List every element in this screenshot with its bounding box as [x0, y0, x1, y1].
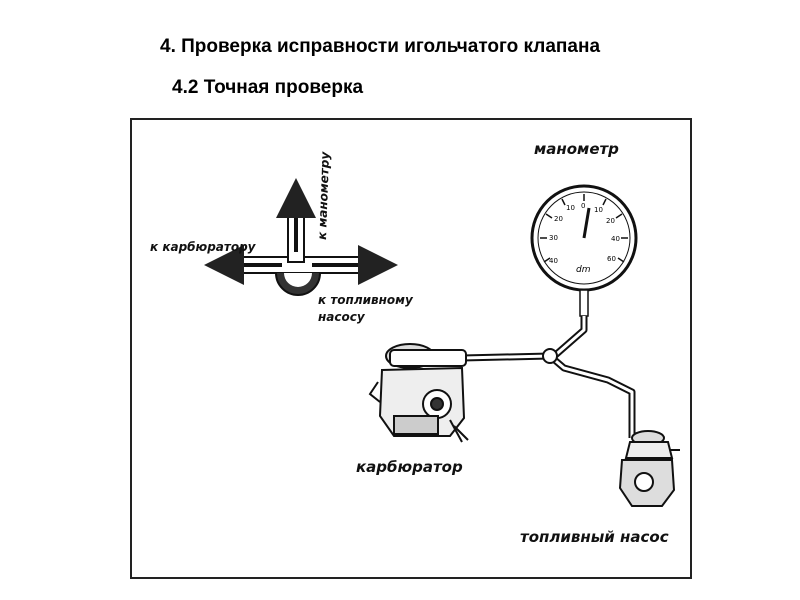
gauge-tick: 40: [611, 235, 620, 243]
label-to-fuel-pump-line1: к топливному: [318, 293, 414, 307]
carburetor-icon: [368, 343, 469, 443]
label-carburetor: карбюратор: [356, 458, 463, 476]
gauge-unit: dm: [576, 265, 591, 275]
label-to-fuel-pump-line2: насосу: [318, 310, 366, 324]
gauge-tick: 30: [549, 234, 558, 242]
label-manometer: манометр: [534, 140, 619, 158]
gauge-tick: 20: [606, 217, 615, 225]
page-subtitle: 4.2 Точная проверка: [172, 77, 364, 98]
label-fuel-pump: топливный насос: [520, 528, 669, 546]
gauge-tick: 10: [566, 204, 575, 212]
gauge-tick: 0: [581, 202, 585, 210]
gauge-tick: 10: [594, 206, 603, 214]
gauge-tick: 60: [607, 255, 616, 263]
gauge-tick: 40: [549, 257, 558, 265]
pressure-gauge-icon: 40 30 20 10 0 10 20 40 60 dm: [530, 184, 638, 317]
tee-fitting-icon: [542, 348, 558, 364]
fuel-pump-icon: [618, 430, 680, 507]
tee-junction-detail: [204, 178, 398, 296]
page-title: 4. Проверка исправности игольчатого клап…: [160, 36, 601, 57]
label-to-carburetor: к карбюратору: [150, 240, 257, 254]
fuel-lines: [445, 316, 636, 438]
gauge-needle: [582, 207, 591, 239]
diagram-frame: к карбюратору к манометру к топливному н…: [130, 118, 692, 579]
label-to-manometer: к манометру: [315, 150, 332, 240]
diagram-canvas: к карбюратору к манометру к топливному н…: [150, 140, 680, 546]
gauge-tick: 20: [554, 215, 563, 223]
